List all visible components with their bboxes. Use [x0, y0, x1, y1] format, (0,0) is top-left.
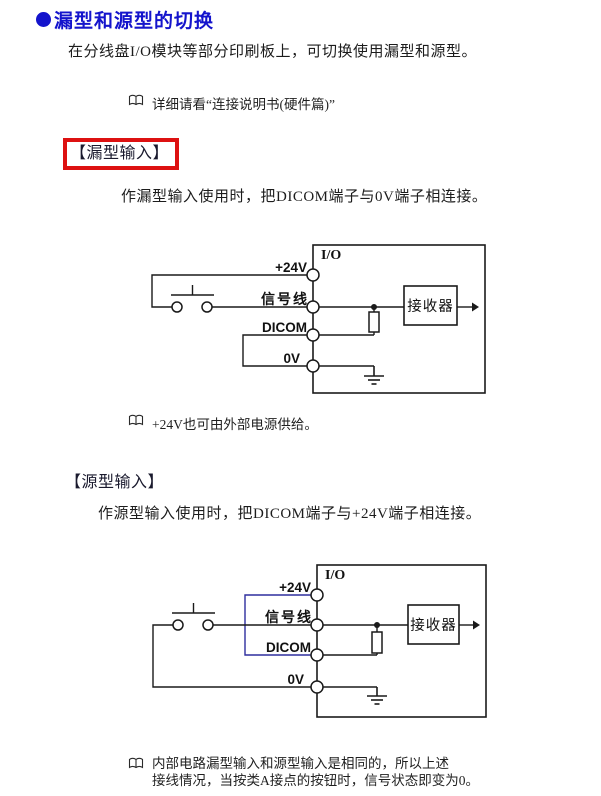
sink-heading: 【漏型输入】	[70, 145, 170, 162]
wire-24v-to-switch	[151, 274, 307, 308]
bullet-icon	[36, 12, 51, 27]
label-signal: 信号线	[261, 291, 309, 307]
source-heading: 【源型输入】	[65, 474, 165, 491]
label-0v: 0V	[283, 351, 300, 366]
io-module-box	[312, 244, 486, 394]
reference-note: 详细请看“连接说明书(硬件篇)”	[128, 93, 335, 113]
wire-switch-to-0v	[152, 624, 311, 688]
footer-note-text: 内部电路漏型输入和源型输入是相同的，所以上述 接线情况，当按类A接点的按钮时，信…	[152, 756, 479, 789]
label-24v: +24V	[279, 580, 311, 595]
reference-note-text: 详细请看“连接说明书(硬件篇)”	[152, 97, 335, 112]
label-signal: 信号线	[265, 609, 313, 625]
terminal-signal	[306, 300, 320, 314]
terminal-24v	[306, 268, 320, 282]
label-24v: +24V	[275, 260, 307, 275]
footer-note-line2: 接线情况，当按类A接点的按钮时，信号状态即变为0。	[152, 772, 479, 788]
receiver-label: 接收器	[410, 617, 457, 634]
intro-paragraph: 在分线盘I/O模块等部分印刷板上，可切换使用漏型和源型。	[68, 44, 477, 60]
receiver-label: 接收器	[407, 298, 454, 315]
sink-input-wiring-diagram: I/O 接收器 +24V 信号线 DICOM	[151, 244, 486, 394]
label-0v: 0V	[287, 672, 304, 687]
footer-note-line1: 内部电路漏型输入和源型输入是相同的，所以上述	[152, 756, 449, 771]
io-module-label: I/O	[321, 248, 341, 263]
pushbutton-contact-right	[201, 301, 213, 313]
output-arrowhead	[472, 302, 479, 312]
io-module-label: I/O	[325, 568, 345, 583]
sink-description: 作漏型输入使用时，把DICOM端子与0V端子相连接。	[121, 189, 488, 205]
terminal-0v	[306, 359, 320, 373]
terminal-signal	[310, 618, 324, 632]
label-dicom: DICOM	[266, 640, 311, 655]
terminal-0v	[310, 680, 324, 694]
book-icon	[128, 757, 144, 769]
junction-dot	[371, 304, 377, 310]
book-icon	[128, 414, 144, 426]
pushbutton-contact-left	[172, 619, 184, 631]
io-module-box	[316, 564, 487, 718]
terminal-dicom	[310, 648, 324, 662]
power-supply-note-text: +24V也可由外部电源供给。	[152, 417, 318, 432]
book-icon	[128, 94, 144, 106]
page-title: 漏型和源型的切换	[54, 11, 215, 32]
receiver-box	[403, 285, 458, 326]
terminal-24v	[310, 588, 324, 602]
page-title-row: 漏型和源型的切换	[36, 6, 214, 33]
wire-dicom-to-0v-link	[242, 334, 307, 367]
source-description: 作源型输入使用时，把DICOM端子与+24V端子相连接。	[98, 506, 482, 522]
source-input-wiring-diagram: I/O 接收器 +24V 信号线	[152, 564, 487, 718]
terminal-dicom	[306, 328, 320, 342]
label-dicom: DICOM	[262, 320, 307, 335]
pushbutton-contact-left	[171, 301, 183, 313]
input-resistor	[368, 311, 380, 333]
output-arrowhead	[473, 620, 480, 630]
pushbutton-contact-right	[202, 619, 214, 631]
footer-note: 内部电路漏型输入和源型输入是相同的，所以上述 接线情况，当按类A接点的按钮时，信…	[128, 756, 479, 789]
junction-dot	[374, 622, 380, 628]
sink-heading-highlight-box: 【漏型输入】	[63, 138, 180, 170]
input-resistor	[371, 631, 383, 654]
power-supply-note: +24V也可由外部电源供给。	[128, 413, 318, 433]
